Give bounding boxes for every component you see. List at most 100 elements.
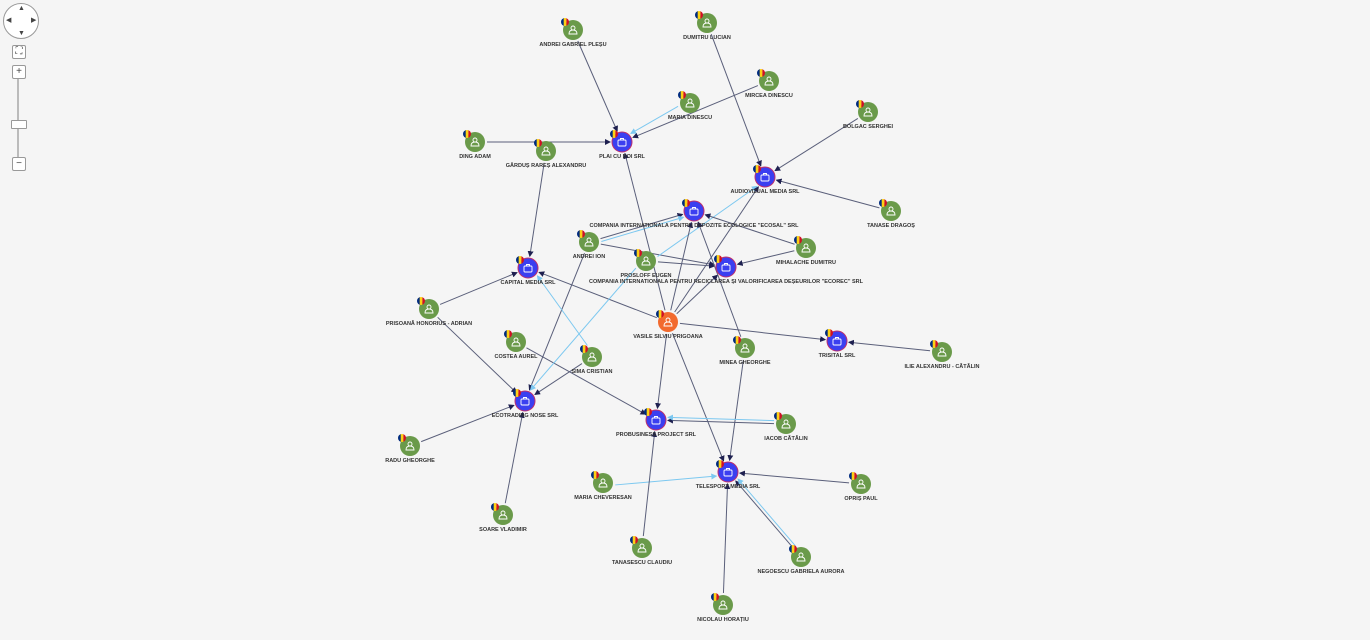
person-node[interactable]: ANDREI ION (573, 230, 605, 260)
pan-left-button[interactable]: ◀ (6, 17, 12, 24)
person-node[interactable]: TANASE DRAGOȘ (867, 199, 915, 229)
graph-edge[interactable] (504, 411, 525, 504)
graph-edge[interactable] (727, 359, 744, 462)
zoom-out-button[interactable]: − (12, 157, 26, 171)
person-node[interactable]: MARIA DINESCU (668, 91, 712, 121)
graph-edge[interactable] (601, 215, 685, 242)
company-node[interactable]: ECOTRADING NOSE SRL (492, 389, 559, 419)
graph-edge[interactable] (671, 332, 725, 462)
pan-right-button[interactable]: ▶ (31, 17, 37, 24)
graph-edge[interactable] (847, 339, 931, 352)
graph-edge[interactable] (676, 274, 719, 315)
person-node[interactable]: MINEA GHEORGHE (719, 336, 771, 366)
company-node[interactable]: AUDIOVIZUAL MEDIA SRL (730, 165, 800, 195)
person-node[interactable]: TANASESCU CLAUDIU (612, 536, 672, 566)
graph-edge[interactable] (538, 271, 657, 319)
graph-edge[interactable] (657, 261, 716, 269)
company-node[interactable]: TRISITAL SRL (819, 329, 856, 359)
graph-edge[interactable] (679, 322, 827, 343)
graph-edge[interactable] (774, 117, 859, 172)
graph-edge[interactable] (697, 221, 742, 337)
graph-edge[interactable] (526, 347, 647, 415)
node-label: TRISITAL SRL (819, 353, 856, 359)
node-circle[interactable] (514, 390, 536, 412)
graph-edge[interactable] (704, 213, 795, 245)
graph-edge[interactable] (536, 275, 588, 346)
graph-edge[interactable] (674, 186, 759, 313)
person-node[interactable]: ANDREI GABRIEL PLEȘU (539, 18, 607, 48)
node-circle[interactable] (517, 257, 539, 279)
person-node[interactable]: MIHALACHE DUMITRU (776, 236, 836, 266)
node-circle[interactable] (611, 131, 633, 153)
fit-view-button[interactable]: ⛶ (12, 45, 26, 59)
person-node[interactable]: BOLGAC SERGHEI (843, 100, 894, 130)
person-node[interactable]: NICOLAU HORAȚIU (697, 593, 749, 623)
graph-edge[interactable] (623, 152, 666, 311)
pan-control[interactable]: ▲ ▼ ◀ ▶ (3, 3, 39, 39)
company-node[interactable]: PLAI CU BOI SRL (599, 130, 646, 160)
person-node[interactable]: SIMA CRISTIAN (571, 345, 613, 375)
graph-edge[interactable] (736, 250, 795, 266)
graph-edge[interactable] (722, 482, 731, 594)
briefcase-icon (651, 416, 661, 425)
person-node[interactable]: IACOB CĂTĂLIN (764, 412, 808, 442)
person-node[interactable]: RADU GHEORGHE (385, 434, 435, 464)
person-node[interactable]: NEGOESCU GABRIELA AURORA (758, 545, 845, 575)
node-circle[interactable] (826, 330, 848, 352)
graph-edge[interactable] (600, 243, 716, 267)
node-circle[interactable] (715, 256, 737, 278)
zoom-in-button[interactable]: + (12, 65, 26, 79)
node-circle[interactable] (683, 200, 705, 222)
company-node[interactable]: PROBUSINESS PROJECT SRL (616, 408, 697, 438)
graph-edge[interactable] (642, 430, 658, 537)
graph-edge[interactable] (775, 178, 880, 209)
node-circle[interactable] (645, 409, 667, 431)
graph-edge[interactable] (737, 478, 796, 547)
zoom-slider-handle[interactable] (11, 120, 27, 129)
graph-edge[interactable] (615, 473, 718, 486)
graph-edge[interactable] (632, 85, 759, 139)
person-node[interactable]: PRISOANĂ HONORIUS - ADRIAN (386, 297, 472, 327)
person-node[interactable]: COSTEA AUREL (495, 330, 539, 360)
person-node[interactable]: MARIA CHEVERESAN (574, 471, 632, 501)
graph-edge[interactable] (420, 404, 515, 443)
node-circle[interactable] (754, 166, 776, 188)
graph-edge[interactable] (439, 271, 518, 305)
person-node[interactable]: DING ADAM (459, 130, 491, 160)
graph-edge[interactable] (657, 185, 758, 257)
company-node[interactable]: CAPITAL MEDIA SRL (501, 256, 557, 286)
person-node[interactable]: DUMITRU LUCIAN (683, 11, 731, 41)
graph-edge[interactable] (735, 480, 794, 549)
graph-edge[interactable] (534, 363, 583, 395)
graph-edge[interactable] (527, 162, 545, 258)
romania-flag-icon (678, 91, 686, 99)
graph-edge[interactable] (670, 221, 694, 311)
graph-edge[interactable] (666, 417, 775, 425)
person-node[interactable]: PROSLOFF EUGEN (620, 249, 672, 279)
company-node[interactable]: COMPANIA INTERNATIONALA PENTRU RECICLARE… (589, 255, 864, 285)
graph-edge[interactable] (667, 414, 775, 422)
node-circle[interactable] (717, 461, 739, 483)
zoom-slider-track[interactable] (17, 78, 19, 158)
pan-up-button[interactable]: ▲ (18, 5, 25, 12)
pan-down-button[interactable]: ▼ (18, 30, 25, 37)
graph-edge[interactable] (577, 40, 618, 132)
person-node[interactable]: OPRIȘ PAUL (844, 472, 878, 502)
graph-edge[interactable] (600, 212, 684, 240)
graph-edge[interactable] (528, 252, 585, 391)
graph-edge[interactable] (630, 105, 679, 134)
graph-edge[interactable] (437, 316, 518, 394)
person-node[interactable]: MIRCEA DINESCU (745, 69, 793, 99)
company-node[interactable]: COMPANIA INTERNATIONALA PENTRU DEPOZITE … (589, 199, 799, 229)
graph-edge[interactable] (710, 34, 762, 167)
company-node[interactable]: TELESPORT MEDIA SRL (696, 460, 761, 490)
person-node[interactable]: GÂRDUȘ RAREȘ ALEXANDRU (506, 139, 586, 169)
person-node[interactable]: VASILE SILVIU PRIGOANA (633, 310, 703, 340)
graph-edge[interactable] (655, 333, 668, 410)
person-node[interactable]: SOARE VLADIMIR (479, 503, 527, 533)
romania-flag-icon (398, 434, 406, 442)
person-node[interactable]: ILIE ALEXANDRU - CĂTĂLIN (905, 340, 980, 370)
graph-edge[interactable] (738, 470, 850, 484)
graph-edge[interactable] (529, 267, 637, 391)
